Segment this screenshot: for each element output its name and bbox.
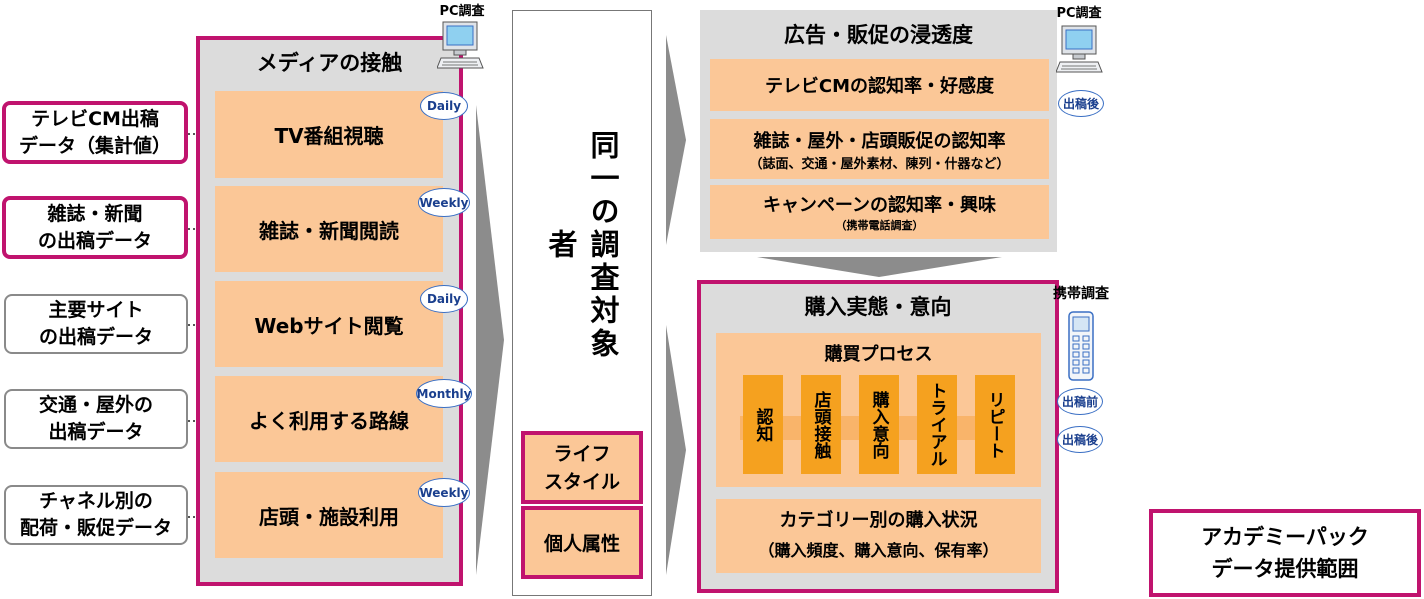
source-line2: データ（集計値） <box>18 134 171 157</box>
source-line1: チャネル別の <box>39 490 153 512</box>
tvcm-awareness-label: テレビCMの認知率・好感度 <box>764 76 995 97</box>
process-step-label: 購入意向 <box>868 390 889 459</box>
process-step-label: 認知 <box>752 407 773 442</box>
media-contact-title: メディアの接触 <box>256 51 403 75</box>
post-campaign-badge: 出稿後 <box>1058 90 1104 117</box>
source-line2: の出稿データ <box>37 229 152 252</box>
frequency-badge: Daily <box>420 92 468 120</box>
legend-data-scope: アカデミーパック データ提供範囲 <box>1149 509 1421 597</box>
source-tvcm-data: テレビCM出稿 データ（集計値） <box>2 101 188 164</box>
media-item-magazine: 雑誌・新聞閲読 <box>215 186 443 272</box>
media-item-label: TV番組視聴 <box>274 124 384 148</box>
legend-line2: データ提供範囲 <box>1211 557 1359 581</box>
post-campaign-badge: 出稿後 <box>1057 426 1103 453</box>
process-step-store-contact: 店頭接触 <box>801 375 841 474</box>
media-item-label: よく利用する路線 <box>249 408 409 433</box>
media-item-route: よく利用する路線 <box>215 376 443 462</box>
arrow-down-icon <box>757 257 1002 277</box>
pc-survey-label: PC調査 <box>439 3 485 19</box>
mobile-phone-icon <box>1068 311 1094 381</box>
lifestyle-attribute: ライフ スタイル <box>521 431 643 504</box>
process-step-label: リピート <box>984 390 1005 459</box>
mobile-survey-label: 携帯調査 <box>1053 286 1109 302</box>
source-line1: 主要サイト <box>48 299 144 321</box>
campaign-awareness-item: キャンペーンの認知率・興味 （携帯電話調査） <box>710 185 1049 239</box>
process-step-label: トライアル <box>926 382 947 467</box>
personal-attribute: 個人属性 <box>521 506 643 579</box>
personal-attribute-label: 個人属性 <box>543 533 620 555</box>
print-outdoor-sublabel: （誌面、交通・屋外素材、陳列・什器など） <box>749 156 1010 172</box>
media-item-store: 店頭・施設利用 <box>215 472 443 558</box>
legend-line1: アカデミーパック <box>1201 525 1369 549</box>
category-purchase-sublabel: （購入頻度、購入意向、保有率） <box>758 541 999 560</box>
category-purchase-status: カテゴリー別の購入状況 （購入頻度、購入意向、保有率） <box>716 499 1041 573</box>
arrow-right-icon <box>476 105 504 575</box>
pc-survey-label: PC調査 <box>1056 5 1102 21</box>
process-step-trial: トライアル <box>917 375 957 474</box>
respondents-title: 同一の調査対象者 <box>544 129 620 361</box>
purchase-process-title: 購買プロセス <box>824 344 933 365</box>
media-item-label: 雑誌・新聞閲読 <box>259 218 399 243</box>
source-website-data: 主要サイト の出稿データ <box>4 294 188 354</box>
frequency-badge: Weekly <box>418 478 470 507</box>
frequency-badge: Daily <box>420 285 468 313</box>
source-line1: 雑誌・新聞 <box>47 202 143 225</box>
media-item-label: Webサイト閲覧 <box>254 313 404 338</box>
process-step-repeat: リピート <box>975 375 1015 474</box>
frequency-badge: Weekly <box>418 188 470 217</box>
penetration-title: 広告・販促の浸透度 <box>784 23 973 47</box>
frequency-badge: Monthly <box>416 379 472 408</box>
pc-computer-icon <box>1056 25 1103 73</box>
source-line1: テレビCM出稿 <box>31 107 159 130</box>
category-purchase-label: カテゴリー別の購入状況 <box>779 510 978 531</box>
lifestyle-line1: ライフ <box>553 442 611 465</box>
media-item-label: 店頭・施設利用 <box>259 504 399 529</box>
lifestyle-line2: スタイル <box>543 470 620 493</box>
purchase-title: 購入実態・意向 <box>804 295 952 319</box>
arrow-right-icon <box>666 35 686 245</box>
tvcm-awareness-item: テレビCMの認知率・好感度 <box>710 59 1049 111</box>
source-line2: 出稿データ <box>48 421 144 443</box>
process-step-label: 店頭接触 <box>810 390 831 459</box>
print-outdoor-label: 雑誌・屋外・店頭販促の認知率 <box>753 130 1006 152</box>
arrow-right-icon <box>666 325 686 575</box>
source-transit-data: 交通・屋外の 出稿データ <box>4 389 188 449</box>
campaign-awareness-sublabel: （携帯電話調査） <box>835 219 924 232</box>
process-step-awareness: 認知 <box>743 375 783 474</box>
pc-computer-icon <box>437 21 484 69</box>
process-step-purchase-intent: 購入意向 <box>859 375 899 474</box>
source-channel-data: チャネル別の 配荷・販促データ <box>4 485 188 545</box>
source-line1: 交通・屋外の <box>38 394 153 416</box>
source-magazine-data: 雑誌・新聞 の出稿データ <box>2 196 188 259</box>
campaign-awareness-label: キャンペーンの認知率・興味 <box>762 195 997 216</box>
source-line2: 配荷・販促データ <box>19 517 172 539</box>
print-outdoor-awareness-item: 雑誌・屋外・店頭販促の認知率 （誌面、交通・屋外素材、陳列・什器など） <box>710 119 1049 179</box>
source-line2: の出稿データ <box>38 326 153 348</box>
media-item-tv: TV番組視聴 <box>215 91 443 178</box>
pre-campaign-badge: 出稿前 <box>1057 388 1103 415</box>
media-item-web: Webサイト閲覧 <box>215 281 443 367</box>
